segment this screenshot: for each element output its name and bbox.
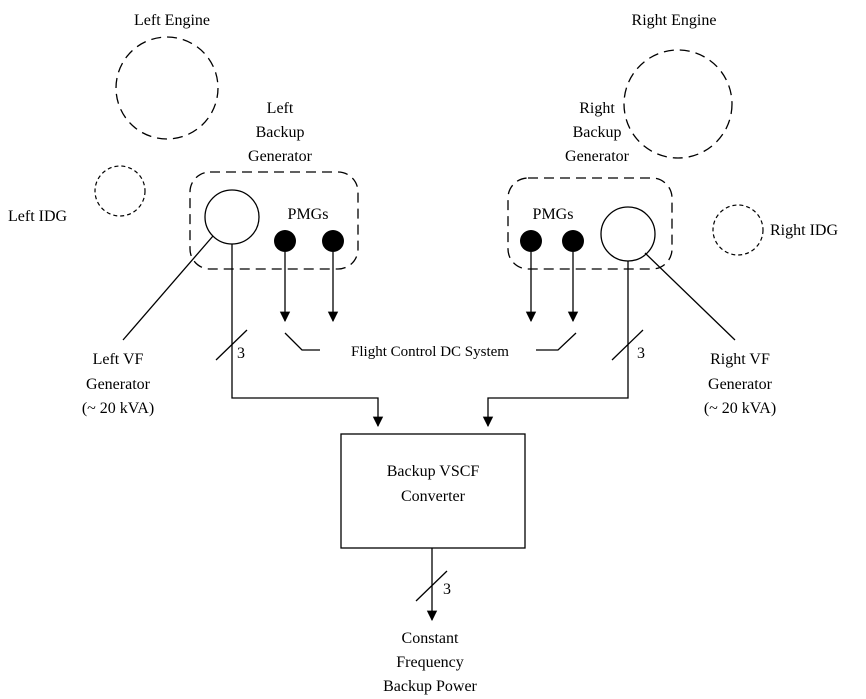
right-vf-generator-label-3: (~ 20 kVA) <box>704 400 776 417</box>
flight-control-dc-bracket-right <box>536 332 577 351</box>
left-vf-generator-circle <box>204 189 260 245</box>
output-label-1: Constant <box>402 630 459 647</box>
backup-vscf-converter-box <box>340 433 526 549</box>
flight-control-dc-bracket-left <box>284 332 320 351</box>
right-backup-generator-label-3: Generator <box>565 148 630 165</box>
left-vf-generator-label-2: Generator <box>86 376 151 393</box>
output-label-3: Backup Power <box>383 678 477 695</box>
output-phase-count: 3 <box>443 581 451 598</box>
right-pmg-2 <box>562 230 584 252</box>
right-backup-generator-label-1: Right <box>579 100 615 117</box>
output-phase-slash <box>415 570 448 602</box>
right-backup-generator-label-2: Backup <box>573 124 622 141</box>
left-pmgs-label: PMGs <box>288 206 329 223</box>
right-feeder <box>482 261 629 428</box>
left-idg-label: Left IDG <box>8 208 68 225</box>
right-vf-generator-circle <box>600 206 656 262</box>
left-backup-generator-housing <box>189 171 359 270</box>
right-idg-label: Right IDG <box>770 222 838 239</box>
left-vf-generator-label-1: Left VF <box>93 351 144 368</box>
right-vf-generator-label-2: Generator <box>708 376 773 393</box>
flight-control-dc-label: Flight Control DC System <box>351 344 509 360</box>
left-engine-label: Left Engine <box>134 12 210 29</box>
left-vf-generator-leader <box>122 235 214 341</box>
left-backup-generator-label-1: Left <box>267 100 294 117</box>
right-pmgs-label: PMGs <box>533 206 574 223</box>
left-pmg-1 <box>274 230 296 252</box>
converter-label-2: Converter <box>401 488 466 505</box>
right-feeder-phase-count: 3 <box>637 345 645 362</box>
converter-label-1: Backup VSCF <box>387 463 480 480</box>
left-feeder-phase-slash <box>215 329 248 361</box>
right-engine-circle <box>623 49 733 159</box>
left-feeder <box>231 244 384 428</box>
left-feeder-phase-count: 3 <box>237 345 245 362</box>
left-idg-circle <box>94 165 146 217</box>
left-backup-generator-label-2: Backup <box>256 124 305 141</box>
output-label-2: Frequency <box>396 654 464 671</box>
right-backup-generator-housing <box>507 177 673 270</box>
left-backup-generator-label-3: Generator <box>248 148 313 165</box>
right-pmg-1 <box>520 230 542 252</box>
right-vf-generator-leader <box>644 252 736 341</box>
left-engine-circle <box>115 36 219 140</box>
right-vf-generator-label-1: Right VF <box>710 351 770 368</box>
left-pmg-2 <box>322 230 344 252</box>
left-vf-generator-label-3: (~ 20 kVA) <box>82 400 154 417</box>
right-idg-circle <box>712 204 764 256</box>
right-feeder-phase-slash <box>611 329 644 361</box>
right-engine-label: Right Engine <box>632 12 717 29</box>
